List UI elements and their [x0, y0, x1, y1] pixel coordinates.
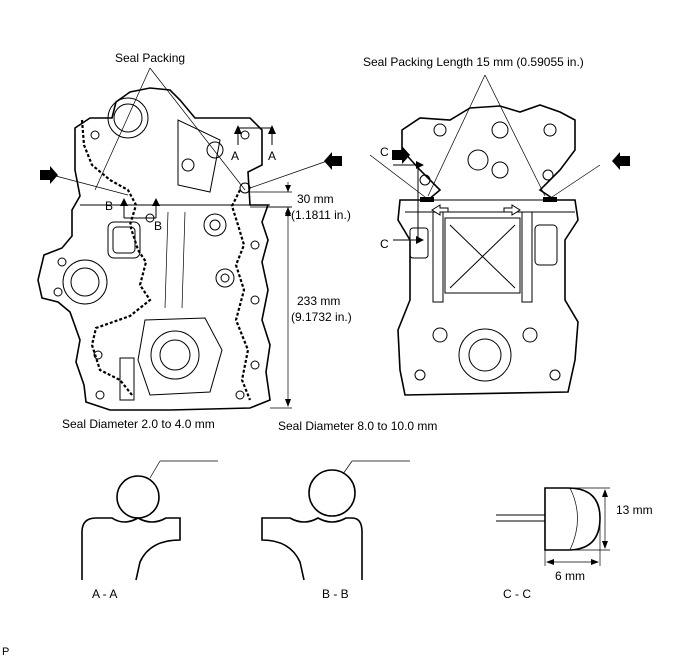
section-view-aa — [81, 460, 218, 581]
section-c-letter-bottom: C — [380, 237, 389, 251]
dim-233-in-label: (9.1732 in.) — [291, 310, 352, 324]
section-marker-b — [120, 198, 160, 219]
seal-diameter-left-label: Seal Diameter 2.0 to 4.0 mm — [62, 417, 215, 431]
arrow-right-icon — [40, 166, 58, 184]
section-a-letter-left: A — [231, 149, 239, 163]
section-marker-a — [234, 125, 276, 145]
section-b-letter-right: B — [154, 219, 162, 233]
section-bb-caption: B - B — [322, 587, 349, 601]
seal-packing-label: Seal Packing — [115, 51, 185, 65]
section-cc-caption: C - C — [503, 587, 531, 601]
section-b-letter-left: B — [105, 199, 113, 213]
seal-packing-bar-right — [543, 197, 557, 202]
section-view-bb — [261, 460, 410, 581]
engine-block-drawing — [397, 104, 579, 396]
section-c-letter-top: C — [380, 145, 389, 159]
corner-code: P — [2, 646, 9, 658]
dim-233-mm-label: 233 mm — [297, 294, 340, 308]
dim-30-in-label: (1.1811 in.) — [291, 208, 351, 222]
section-marker-c — [393, 161, 424, 244]
arrow-left-icon — [324, 152, 342, 170]
seal-diameter-right-label: Seal Diameter 8.0 to 10.0 mm — [278, 419, 437, 433]
section-aa-caption: A - A — [92, 587, 117, 601]
dim-6-mm-label: 6 mm — [555, 569, 585, 583]
section-a-letter-right: A — [268, 149, 276, 163]
timing-cover-drawing — [37, 87, 271, 411]
dim-13-mm-label: 13 mm — [616, 503, 653, 517]
section-view-cc — [496, 487, 610, 566]
dim-30-mm-label: 30 mm — [297, 192, 334, 206]
seal-packing-length-label: Seal Packing Length 15 mm (0.59055 in.) — [363, 55, 584, 69]
seal-packing-bead — [80, 119, 152, 396]
seal-packing-bar-left — [420, 197, 434, 202]
